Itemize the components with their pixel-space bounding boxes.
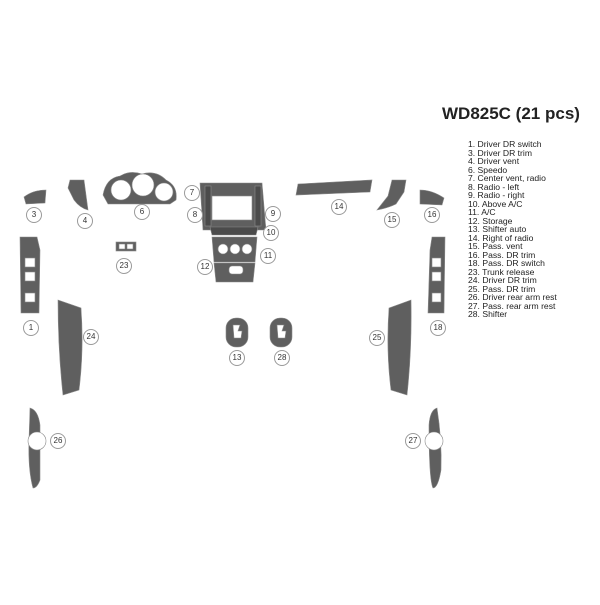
callout-27: 27 xyxy=(405,433,421,449)
piece-25 xyxy=(387,299,412,396)
legend-item: 18. Pass. DR switch xyxy=(468,258,545,268)
legend-item: 26. Driver rear arm rest xyxy=(468,292,557,302)
callout-25: 25 xyxy=(369,330,385,346)
callout-12: 12 xyxy=(197,259,213,275)
piece-6 xyxy=(102,172,177,205)
callout-28: 28 xyxy=(274,350,290,366)
parts-legend: 1. Driver DR switch 3. Driver DR trim 4.… xyxy=(468,140,596,319)
legend-item: 14. Right of radio xyxy=(468,232,534,243)
legend-item: 16. Pass. DR trim xyxy=(468,249,536,260)
piece-14 xyxy=(295,179,373,196)
callout-11: 11 xyxy=(260,248,276,264)
piece-3 xyxy=(23,189,47,205)
callout-7: 7 xyxy=(184,185,200,201)
legend-item: 15. Pass. vent xyxy=(468,241,523,251)
piece-28 xyxy=(269,317,293,348)
piece-11 xyxy=(211,236,258,263)
piece-7-8-9 xyxy=(199,182,267,231)
callout-16: 16 xyxy=(424,207,440,223)
piece-1 xyxy=(19,236,41,314)
legend-item: 27. Pass. rear arm rest xyxy=(468,300,556,311)
callout-26: 26 xyxy=(50,433,66,449)
legend-item: 1. Driver DR switch xyxy=(468,139,542,149)
kit-title: WD825C (21 pcs) xyxy=(442,104,580,123)
callout-18: 18 xyxy=(430,320,446,336)
piece-27 xyxy=(424,407,444,489)
legend-item: 10. Above A/C xyxy=(468,198,523,209)
callout-3: 3 xyxy=(26,207,42,223)
callout-13: 13 xyxy=(229,350,245,366)
piece-13 xyxy=(225,317,249,348)
piece-4 xyxy=(67,179,89,211)
callout-24: 24 xyxy=(83,329,99,345)
legend-item: 3. Driver DR trim xyxy=(468,147,532,158)
callout-6: 6 xyxy=(134,204,150,220)
legend-item: 13. Shifter auto xyxy=(468,224,527,234)
legend-item: 4. Driver vent xyxy=(468,156,520,166)
callout-15: 15 xyxy=(384,212,400,228)
piece-26 xyxy=(27,407,47,489)
legend-item: 9. Radio - right xyxy=(468,190,525,200)
piece-16 xyxy=(419,189,445,206)
piece-10 xyxy=(209,226,259,236)
legend-item: 8. Radio - left xyxy=(468,181,520,192)
callout-4: 4 xyxy=(77,213,93,229)
legend-item: 28. Shifter xyxy=(468,309,508,319)
piece-12 xyxy=(213,262,256,283)
legend-item: 7. Center vent, radio xyxy=(468,173,546,183)
legend-item: 11. A/C xyxy=(468,207,496,217)
legend-item: 24. Driver DR trim xyxy=(468,275,537,285)
callout-8: 8 xyxy=(187,207,203,223)
callout-9: 9 xyxy=(265,206,281,222)
legend-item: 12. Storage xyxy=(468,215,513,226)
piece-15 xyxy=(376,179,407,211)
piece-18 xyxy=(427,236,446,314)
callout-14: 14 xyxy=(331,199,347,215)
callout-1: 1 xyxy=(23,320,39,336)
legend-item: 6. Speedo xyxy=(468,164,508,175)
legend-item: 25. Pass. DR trim xyxy=(468,283,536,294)
callout-10: 10 xyxy=(263,225,279,241)
piece-23 xyxy=(115,241,137,252)
piece-24 xyxy=(57,299,83,396)
legend-item: 23. Trunk release xyxy=(468,266,535,277)
callout-23: 23 xyxy=(116,258,132,274)
